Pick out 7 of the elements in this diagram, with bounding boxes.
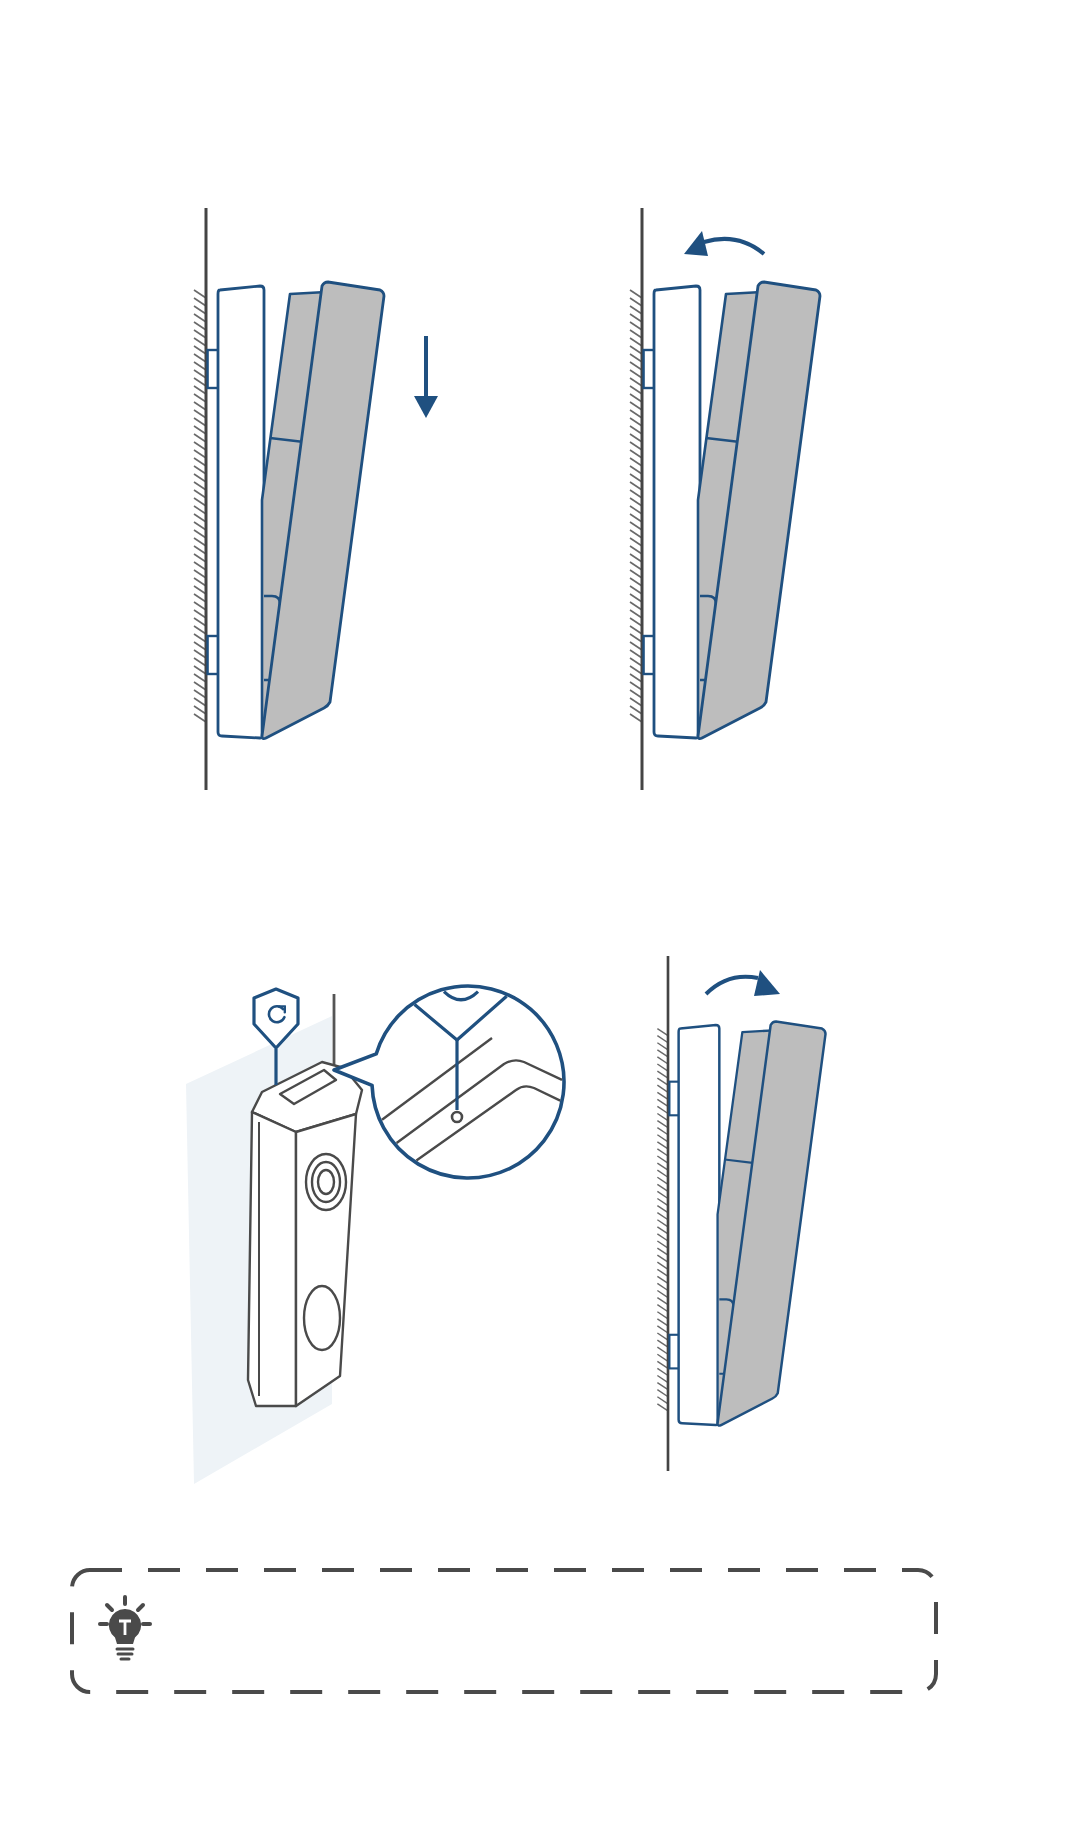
tip-box [70, 1568, 938, 1694]
doorbell-drawing [244, 1058, 366, 1410]
leader-line [455, 1040, 459, 1110]
magnifier-callout [332, 984, 568, 1182]
pinhole [450, 1110, 464, 1124]
leader-line [274, 1049, 278, 1085]
callout-shield [252, 986, 300, 1050]
